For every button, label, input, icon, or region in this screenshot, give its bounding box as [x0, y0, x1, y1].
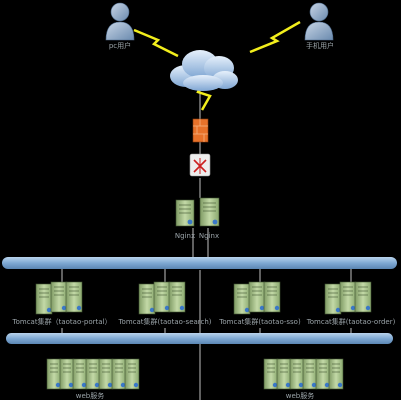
tomcat-server-1-1 — [153, 281, 171, 313]
web-server-right-0 — [263, 358, 279, 390]
tomcat-server-3-2 — [354, 281, 372, 313]
cluster-label-sso: Tomcat集群(taotao-sso) — [219, 318, 301, 326]
web-server-left-1 — [59, 358, 75, 390]
web-server-left-3 — [85, 358, 101, 390]
firewall-icon — [192, 118, 209, 143]
web-server-right-1 — [276, 358, 292, 390]
tomcat-server-1-2 — [168, 281, 186, 313]
web-server-left-0 — [46, 358, 62, 390]
cluster-label-search: Tomcat集群(taotao-search) — [118, 318, 212, 326]
tomcat-server-2-1 — [248, 281, 266, 313]
load-balancer-icon — [189, 153, 211, 177]
tomcat-server-2-2 — [263, 281, 281, 313]
tomcat-server-0-0 — [35, 283, 53, 315]
cluster-label-portal: Tomcat集群（taotao-portal） — [12, 318, 112, 326]
mobile-user-label: 手机用户 — [306, 42, 334, 50]
internet-cloud-icon — [170, 50, 238, 91]
nginx-label-1: Nginx — [174, 232, 196, 240]
web-server-left-4 — [98, 358, 114, 390]
web-server-right-2 — [289, 358, 305, 390]
nginx-label-2: Nginx — [198, 232, 220, 240]
lightning-left — [133, 28, 179, 58]
tomcat-server-1-0 — [138, 283, 156, 315]
web-server-left-5 — [111, 358, 127, 390]
web-server-right-3 — [302, 358, 318, 390]
cluster-connectors — [61, 269, 352, 335]
tomcat-server-3-1 — [339, 281, 357, 313]
web-servers-right — [263, 358, 344, 390]
web-server-left-2 — [72, 358, 88, 390]
cluster-label-order: Tomcat集群(taotao-order) — [306, 318, 396, 326]
tomcat-server-0-1 — [50, 281, 68, 313]
network-bus-top — [2, 257, 397, 269]
web-label-left: web服务 — [75, 392, 105, 400]
mobile-user-icon — [304, 2, 334, 41]
web-servers-left — [46, 358, 140, 390]
pc-user-label: pc用户 — [108, 42, 132, 50]
web-server-right-4 — [315, 358, 331, 390]
tomcat-server-0-2 — [65, 281, 83, 313]
nginx-servers — [175, 197, 220, 227]
tomcat-server-3-0 — [324, 283, 342, 315]
web-server-left-6 — [124, 358, 140, 390]
web-label-right: web服务 — [285, 392, 315, 400]
lightning-right — [249, 20, 301, 54]
network-bus-bottom — [6, 333, 393, 344]
web-server-right-5 — [328, 358, 344, 390]
tomcat-server-2-0 — [233, 283, 251, 315]
pc-user-icon — [105, 2, 135, 41]
tomcat-clusters — [35, 281, 372, 315]
